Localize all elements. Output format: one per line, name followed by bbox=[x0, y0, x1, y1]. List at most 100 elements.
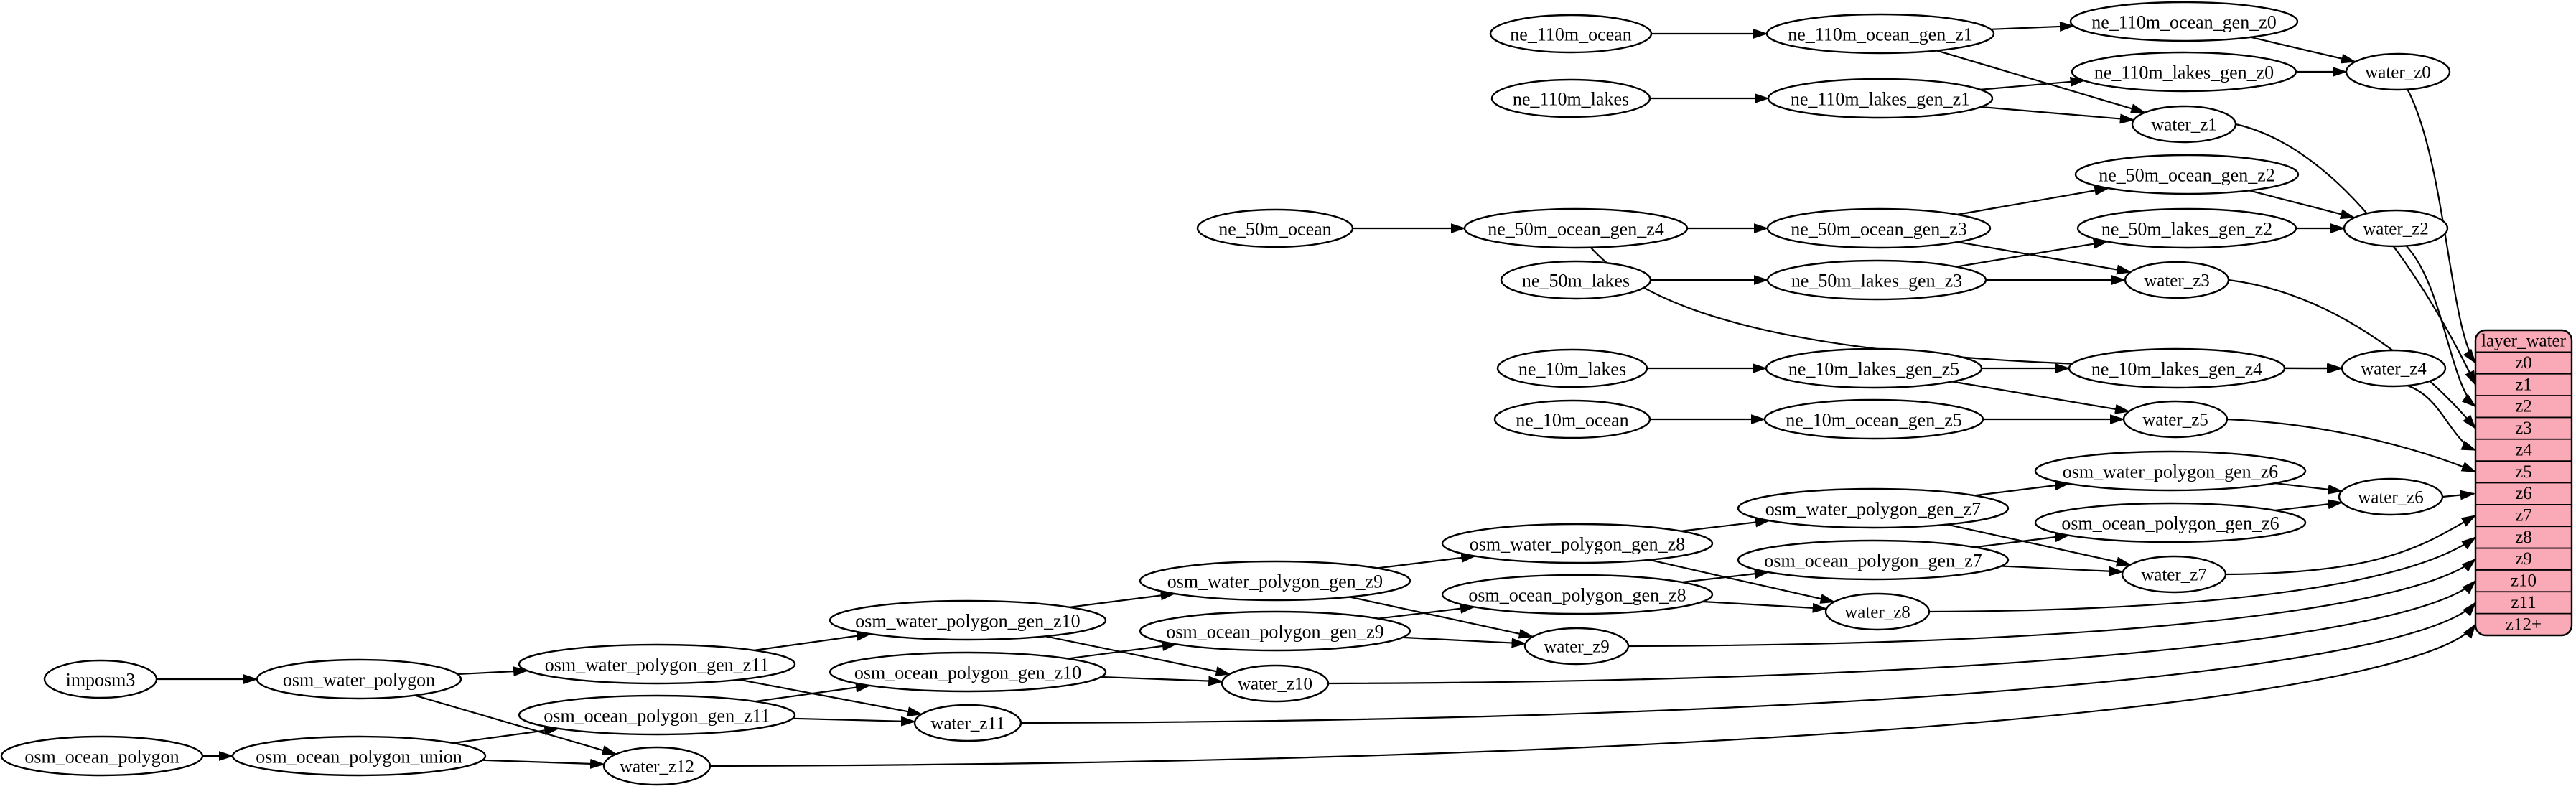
edge-osm_water_polygon_gen_z11-osm_water_polygon_gen_z10 bbox=[754, 630, 872, 651]
node-label: water_z6 bbox=[2358, 488, 2424, 508]
node-osm_ocean_polygon_gen_z11: osm_ocean_polygon_gen_z11 bbox=[518, 694, 796, 736]
node-ellipse bbox=[231, 735, 487, 777]
node-ne_10m_lakes_gen_z5: ne_10m_lakes_gen_z5 bbox=[1765, 347, 1983, 389]
node-ellipse bbox=[1139, 610, 1411, 652]
node-label: ne_110m_lakes bbox=[1513, 89, 1629, 110]
node-water_z5: water_z5 bbox=[2122, 400, 2229, 439]
node-ne_50m_ocean_gen_z3: ne_50m_ocean_gen_z3 bbox=[1766, 207, 1992, 249]
node-ellipse bbox=[1766, 207, 1992, 249]
node-ne_110m_ocean_gen_z1: ne_110m_ocean_gen_z1 bbox=[1765, 13, 1995, 55]
node-ellipse bbox=[1500, 260, 1652, 300]
node-label: water_z10 bbox=[1238, 675, 1312, 694]
node-ellipse bbox=[2068, 347, 2286, 389]
node-label: ne_10m_ocean bbox=[1516, 410, 1628, 431]
edge-osm_ocean_polygon_gen_z8-water_z8 bbox=[1702, 600, 1828, 613]
node-label: ne_50m_lakes_gen_z3 bbox=[1791, 271, 1962, 291]
node-label: water_z12 bbox=[620, 757, 694, 777]
node-ellipse bbox=[829, 651, 1107, 693]
edge-ne_50m_lakes_gen_z3-ne_50m_lakes_gen_z2 bbox=[1956, 238, 2109, 268]
edge-osm_water_polygon_gen_z11-water_z11 bbox=[739, 678, 923, 717]
node-label: osm_ocean_polygon_union bbox=[256, 747, 462, 767]
edge-osm_ocean_polygon_gen_z6-water_z6 bbox=[2274, 499, 2343, 512]
node-ellipse bbox=[2131, 105, 2237, 144]
node-ellipse bbox=[1196, 208, 1354, 248]
edge-ne_110m_ocean_gen_z0-water_z0 bbox=[2250, 36, 2357, 64]
node-ellipse bbox=[1765, 13, 1995, 55]
node-ne_10m_ocean_gen_z5: ne_10m_ocean_gen_z5 bbox=[1763, 398, 1984, 440]
edge-osm_ocean_polygon_gen_z9-water_z9 bbox=[1402, 636, 1527, 648]
node-ellipse bbox=[2343, 209, 2449, 248]
node-ellipse bbox=[2338, 477, 2444, 516]
node-osm_ocean_polygon_gen_z6: osm_ocean_polygon_gen_z6 bbox=[2034, 502, 2307, 543]
node-ellipse bbox=[2345, 52, 2451, 91]
edge-water_z7-layer_water-z7 bbox=[2225, 515, 2477, 576]
edge-osm_water_polygon_gen_z9-water_z9 bbox=[1349, 596, 1534, 639]
node-water_z12: water_z12 bbox=[602, 746, 711, 786]
node-label: ne_110m_lakes_gen_z0 bbox=[2094, 62, 2274, 83]
node-ne_110m_ocean_gen_z0: ne_110m_ocean_gen_z0 bbox=[2069, 1, 2299, 42]
edge-water_z11-layer_water-z11 bbox=[1020, 602, 2477, 724]
edge-ne_110m_lakes_gen_z1-ne_110m_lakes_gen_z0 bbox=[1980, 76, 2086, 90]
node-label: water_z1 bbox=[2151, 116, 2217, 135]
edge-osm_water_polygon_gen_z7-water_z7 bbox=[1946, 523, 2132, 567]
node-water_z11: water_z11 bbox=[913, 704, 1022, 742]
edge-osm_water_polygon_gen_z7-osm_water_polygon_gen_z6 bbox=[1974, 480, 2071, 497]
node-ellipse bbox=[2076, 207, 2297, 249]
edge-osm_ocean_polygon_union-osm_ocean_polygon_gen_z11 bbox=[452, 725, 560, 744]
table-row-z4: z4 bbox=[2515, 440, 2532, 459]
edge-ne_110m_ocean_gen_z1-ne_110m_ocean_gen_z0 bbox=[1990, 21, 2075, 32]
edge-osm_water_polygon-water_z12 bbox=[414, 694, 617, 755]
edge-osm_ocean_polygon_gen_z11-osm_ocean_polygon_gen_z10 bbox=[755, 682, 871, 703]
node-water_z6: water_z6 bbox=[2338, 477, 2444, 516]
edge-water_z0-layer_water-z0 bbox=[2406, 87, 2477, 364]
node-label: water_z5 bbox=[2142, 411, 2208, 430]
edge-osm_ocean_polygon_gen_z8-osm_ocean_polygon_gen_z7 bbox=[1681, 569, 1770, 584]
node-ellipse bbox=[43, 659, 158, 699]
node-label: ne_50m_ocean_gen_z2 bbox=[2099, 165, 2274, 186]
node-ellipse bbox=[2074, 154, 2300, 195]
edges-group bbox=[157, 21, 2477, 769]
node-ellipse bbox=[829, 599, 1107, 641]
node-ne_110m_lakes_gen_z1: ne_110m_lakes_gen_z1 bbox=[1767, 78, 1994, 119]
node-ellipse bbox=[1139, 560, 1411, 602]
table-row-z11: z11 bbox=[2511, 593, 2536, 612]
node-label: osm_water_polygon_gen_z10 bbox=[855, 611, 1080, 632]
edge-ne_50m_ocean_gen_z3-water_z3 bbox=[1957, 241, 2132, 275]
node-label: water_z2 bbox=[2363, 220, 2429, 239]
table-row-z10: z10 bbox=[2511, 571, 2537, 591]
node-label: ne_50m_lakes_gen_z2 bbox=[2101, 219, 2272, 240]
edge-osm_ocean_polygon_gen_z10-water_z10 bbox=[1101, 676, 1224, 686]
node-osm_ocean_polygon_gen_z7: osm_ocean_polygon_gen_z7 bbox=[1737, 539, 2010, 581]
edge-osm_water_polygon_gen_z6-water_z6 bbox=[2274, 482, 2343, 495]
table-row-z12+: z12+ bbox=[2506, 615, 2542, 634]
node-ne_10m_lakes_gen_z4: ne_10m_lakes_gen_z4 bbox=[2068, 347, 2286, 389]
node-ellipse bbox=[518, 643, 796, 685]
node-ellipse bbox=[2341, 349, 2447, 388]
node-label: ne_50m_ocean_gen_z4 bbox=[1488, 219, 1663, 240]
edge-ne_110m_lakes_gen_z1-water_z1 bbox=[1980, 106, 2135, 124]
node-ne_50m_ocean_gen_z2: ne_50m_ocean_gen_z2 bbox=[2074, 154, 2300, 195]
edge-water_z9-layer_water-z9 bbox=[1628, 558, 2477, 648]
node-osm_water_polygon: osm_water_polygon bbox=[256, 658, 462, 700]
table-row-z9: z9 bbox=[2515, 549, 2532, 569]
node-ne_10m_ocean: ne_10m_ocean bbox=[1493, 399, 1651, 439]
node-ellipse bbox=[913, 704, 1022, 742]
node-water_z3: water_z3 bbox=[2124, 261, 2230, 299]
node-osm_ocean_polygon_gen_z10: osm_ocean_polygon_gen_z10 bbox=[829, 651, 1107, 693]
node-ellipse bbox=[2121, 555, 2227, 594]
node-ne_50m_ocean_gen_z4: ne_50m_ocean_gen_z4 bbox=[1463, 207, 1689, 249]
node-label: osm_ocean_polygon_gen_z11 bbox=[543, 706, 770, 727]
edge-water_z6-layer_water-z6 bbox=[2442, 490, 2475, 500]
node-label: water_z3 bbox=[2144, 271, 2210, 291]
edge-water_z12-layer_water-z12- bbox=[709, 623, 2477, 767]
edge-water_z4-layer_water-z4 bbox=[2402, 383, 2477, 451]
node-label: osm_water_polygon_gen_z9 bbox=[1167, 571, 1383, 592]
node-label: water_z8 bbox=[1844, 603, 1910, 622]
edge-water_z8-layer_water-z8 bbox=[1928, 536, 2477, 613]
node-ellipse bbox=[1766, 259, 1987, 301]
node-ne_110m_ocean: ne_110m_ocean bbox=[1489, 14, 1653, 54]
node-label: water_z11 bbox=[930, 714, 1004, 734]
node-water_z2: water_z2 bbox=[2343, 209, 2449, 248]
node-ne_10m_lakes: ne_10m_lakes bbox=[1496, 348, 1648, 388]
node-label: water_z9 bbox=[1544, 638, 1610, 657]
